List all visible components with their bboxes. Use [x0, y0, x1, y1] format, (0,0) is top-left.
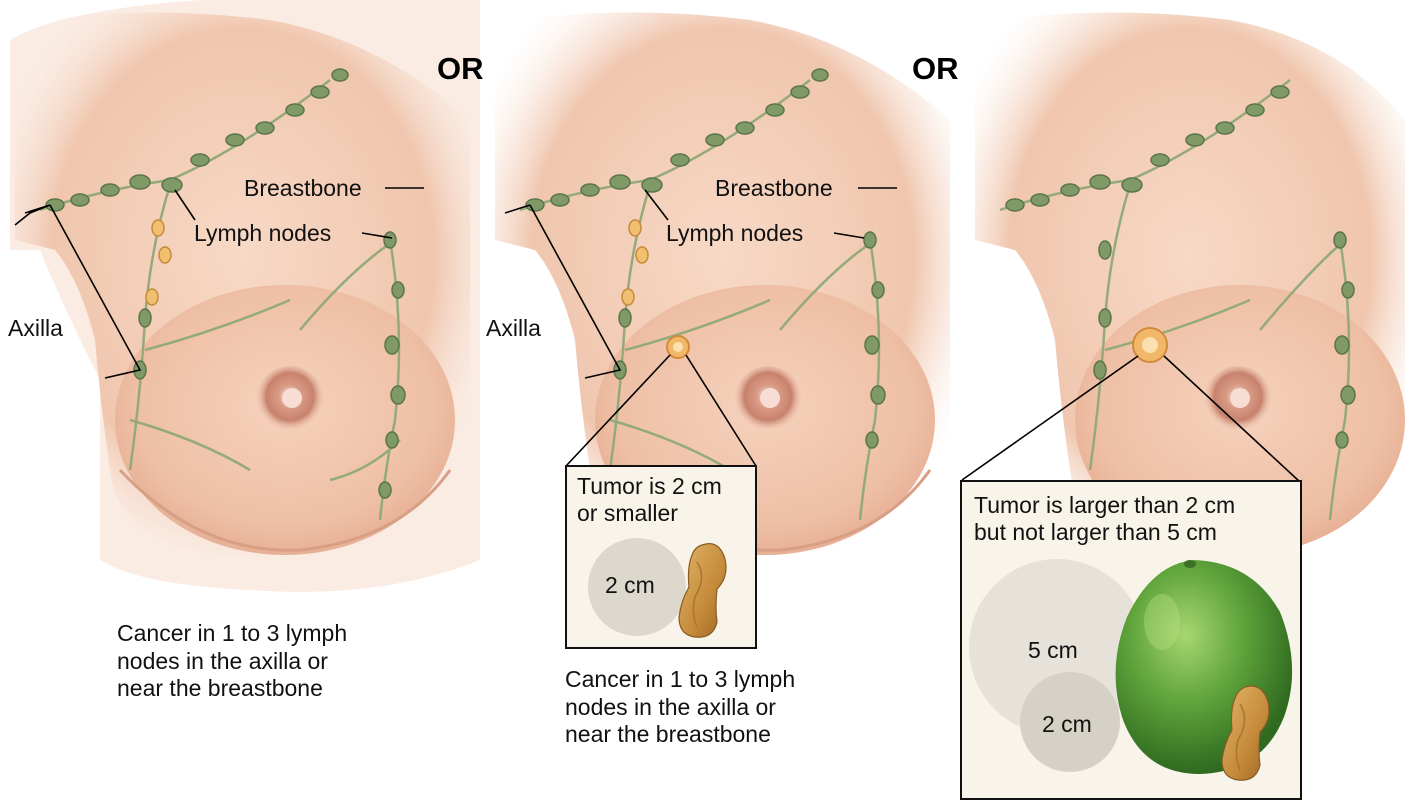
inset-title: Tumor is larger than 2 cm but not larger…	[974, 492, 1236, 545]
peanut-icon	[678, 543, 727, 638]
caption-1: Cancer in 1 to 3 lymph nodes in the axil…	[117, 620, 348, 701]
peanut-icon	[1221, 685, 1270, 781]
axilla-label: Axilla	[8, 315, 63, 341]
or-separator-1: OR	[437, 51, 484, 86]
or-separator-2: OR	[912, 51, 959, 86]
caption-2: Cancer in 1 to 3 lymph nodes in the axil…	[565, 666, 796, 747]
breastbone-label: Breastbone	[244, 175, 362, 201]
axilla-label: Axilla	[486, 315, 541, 341]
lymph-nodes-label: Lymph nodes	[666, 220, 804, 246]
tumor-size-inset: Tumor is larger than 2 cm but not larger…	[960, 480, 1302, 800]
circle-label-2cm: 2 cm	[1042, 711, 1092, 737]
breast-illustration-3	[961, 12, 1405, 556]
panel-1: Breastbone Lymph nodes Axilla Cancer in …	[0, 0, 480, 792]
circle-label-5cm: 5 cm	[1028, 637, 1078, 663]
size-comparison	[588, 538, 727, 638]
breast-illustration-2	[495, 12, 950, 556]
breast-illustration-1	[10, 0, 480, 592]
breastbone-label: Breastbone	[715, 175, 833, 201]
inset-title: Tumor is 2 cm or smaller	[577, 473, 722, 526]
lime-fruit-icon	[1115, 560, 1293, 774]
lymph-nodes-label: Lymph nodes	[194, 220, 332, 246]
panel-3: Tumor is larger than 2 cm but not larger…	[960, 0, 1408, 800]
tumor-size-inset: Tumor is 2 cm or smaller 2 cm	[565, 465, 757, 649]
circle-label-2cm: 2 cm	[605, 572, 655, 598]
panel-2: Breastbone Lymph nodes Axilla Tumor is 2…	[480, 0, 960, 792]
size-comparison	[969, 559, 1293, 781]
